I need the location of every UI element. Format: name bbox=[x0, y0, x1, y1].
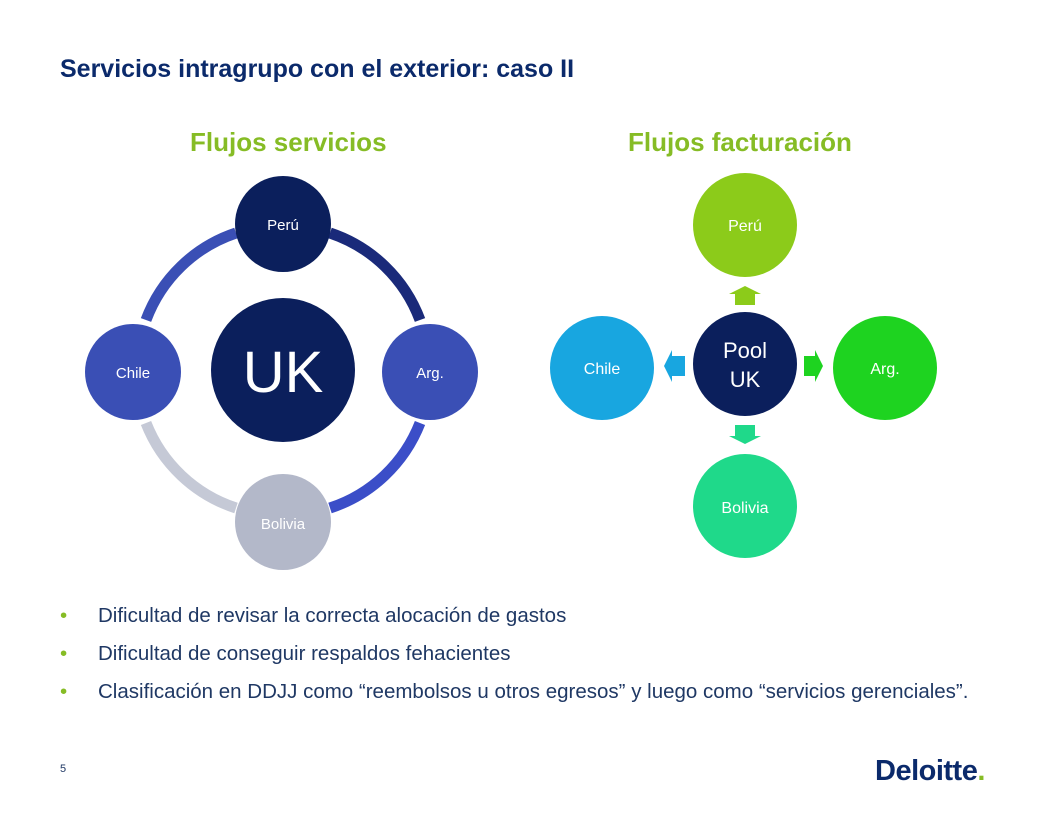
bullet-item: • Dificultad de conseguir respaldos feha… bbox=[60, 640, 980, 667]
billing-flow-title: Flujos facturación bbox=[628, 127, 852, 157]
billing-node-peru-label: Perú bbox=[728, 218, 762, 235]
node-chile-circle bbox=[85, 324, 181, 420]
bullet-text: Dificultad de revisar la correcta alocac… bbox=[98, 604, 567, 627]
arrow-left-icon bbox=[664, 350, 685, 382]
billing-node-chile-circle bbox=[550, 316, 654, 420]
bullet-text: Clasificación en DDJJ como “reembolsos u… bbox=[98, 680, 969, 703]
ring-segment-bolivia-chile bbox=[140, 420, 238, 514]
billing-node-arg-circle bbox=[833, 316, 937, 420]
slide-title: Servicios intragrupo con el exterior: ca… bbox=[60, 55, 575, 83]
bullet-marker: • bbox=[60, 680, 68, 703]
billing-node-arg-label: Arg. bbox=[870, 361, 899, 378]
node-arg-circle bbox=[382, 324, 478, 420]
node-bolivia-label: Bolivia bbox=[261, 516, 306, 533]
center-uk-circle bbox=[211, 298, 355, 442]
ring-segment-chile-peru bbox=[140, 227, 238, 322]
bullet-marker: • bbox=[60, 604, 68, 627]
services-flow-title: Flujos servicios bbox=[190, 127, 387, 157]
bullet-item: • Clasificación en DDJJ como “reembolsos… bbox=[60, 678, 980, 705]
bullet-marker: • bbox=[60, 642, 68, 665]
billing-node-bolivia-circle bbox=[693, 454, 797, 558]
deloitte-logo: Deloitte. bbox=[875, 755, 985, 788]
node-peru-label: Perú bbox=[267, 217, 299, 234]
bullet-item: • Dificultad de revisar la correcta aloc… bbox=[60, 602, 980, 629]
billing-node-chile-label: Chile bbox=[584, 361, 621, 378]
pool-uk-label-line1: Pool bbox=[723, 338, 767, 363]
center-uk-label: UK bbox=[243, 340, 324, 405]
billing-node-peru-circle bbox=[693, 173, 797, 277]
node-chile-label: Chile bbox=[116, 365, 150, 382]
node-bolivia-circle bbox=[235, 474, 331, 570]
billing-flow-diagram: Pool UK Perú Arg. Bolivia Chile bbox=[550, 173, 937, 558]
ring-segment-peru-arg bbox=[328, 227, 426, 322]
flow-diagrams: UK Perú Arg. Bolivia Chile Pool UK Perú … bbox=[85, 173, 937, 570]
arrow-right-icon bbox=[804, 350, 823, 382]
bullet-text: Dificultad de conseguir respaldos fehaci… bbox=[98, 642, 511, 665]
arrow-up-icon bbox=[729, 286, 761, 305]
page-number: 5 bbox=[60, 763, 67, 775]
node-arg-label: Arg. bbox=[416, 365, 444, 382]
ring-segment-arg-bolivia bbox=[328, 420, 426, 514]
pool-uk-label-line2: UK bbox=[730, 367, 761, 392]
pool-uk-circle bbox=[693, 312, 797, 416]
logo-text: Deloitte bbox=[875, 755, 978, 787]
billing-node-bolivia-label: Bolivia bbox=[721, 500, 768, 517]
services-flow-diagram: UK Perú Arg. Bolivia Chile bbox=[85, 176, 478, 570]
bullet-list: • Dificultad de revisar la correcta aloc… bbox=[60, 602, 980, 716]
arrow-down-icon bbox=[729, 425, 761, 444]
node-peru-circle bbox=[235, 176, 331, 272]
logo-dot: . bbox=[977, 755, 985, 787]
